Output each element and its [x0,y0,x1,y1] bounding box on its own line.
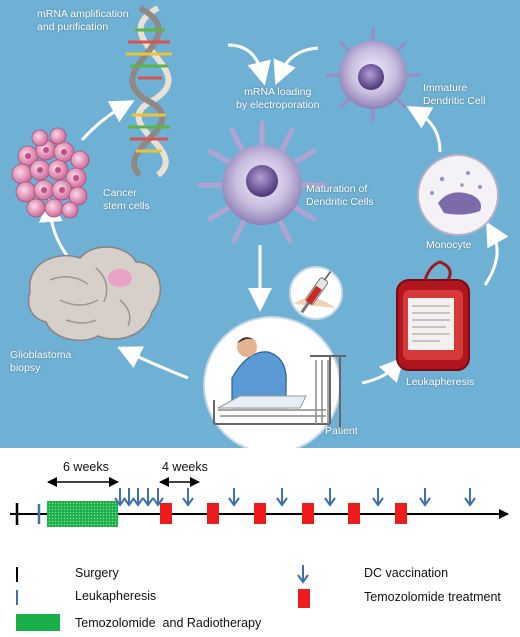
label-leukapheresis: Leukapheresis [406,376,475,388]
patient-in-bed-icon [203,316,346,454]
treatment-cycle-diagram: mRNA amplification and purification mRNA… [0,0,520,454]
temozolomide-cycle-block [395,503,407,524]
temozolomide-cycles [160,503,407,524]
temozolomide-cycle-block [302,503,314,524]
arrow-monocyte-to-dc [406,106,442,153]
cycle-illustration [11,5,509,454]
immature-dendritic-cell-icon [325,27,421,123]
dc-vaccination-arrow [228,488,240,507]
dc-vaccination-arrow [182,488,194,507]
monocyte-icon [417,154,499,236]
legend-dc-vaccination-label: DC vaccination [364,566,449,580]
legend-surgery-swatch [16,567,18,582]
dc-vaccination-arrow [464,488,476,507]
dc-vaccination-arrow [152,488,164,507]
label-4-weeks: 4 weeks [162,460,208,474]
arrow-to-electroporation [227,43,271,86]
legend-temo-radio-label: Temozolomide and Radiotherapy [75,616,262,630]
mature-dendritic-cell-icon [197,120,327,244]
arrow-stemcells-to-dna [80,100,135,142]
arrow-patient-to-leuka [361,357,405,385]
brain-icon [27,246,162,342]
legend-leukapheresis-swatch [16,590,18,605]
dc-vaccination-markers [114,488,476,507]
dc-vaccination-arrow [142,488,154,507]
temozolomide-cycle-block [207,503,219,524]
arrow-leuka-to-monocyte [483,221,509,286]
dc-vaccination-arrow [132,488,144,507]
dc-vaccination-arrow [276,488,288,507]
label-patient: Patient [325,425,358,437]
dc-vaccination-arrow [123,488,135,507]
label-mrna-loading: mRNA loading by electroporation [236,86,320,111]
label-glioblastoma-biopsy: Glioblastoma biopsy [10,349,72,374]
legend-temo-radio-swatch [16,614,60,631]
legend-temo-treatment-label: Temozolomide treatment [364,590,501,604]
cancer-stem-cells-icon [11,127,90,219]
temozolomide-cycle-block [160,503,172,524]
arrow-dc-to-electroporation [273,46,319,86]
label-6-weeks: 6 weeks [63,460,109,474]
label-monocyte: Monocyte [426,239,472,251]
dc-vaccination-arrow [419,488,431,507]
blood-bag-icon [396,260,470,371]
arrow-patient-to-brain [117,346,189,380]
legend-temo-treatment-swatch [298,589,310,608]
label-mrna-amplification: mRNA amplification and purification [37,8,129,33]
timeline-graphic [10,477,509,527]
temozolomide-cycle-block [348,503,360,524]
dc-vaccination-arrow [114,488,126,507]
label-immature-dc: Immature Dendritic Cell [423,82,486,107]
legend-dc-vaccination-swatch [297,565,309,584]
temozolomide-cycle-block [254,503,266,524]
legend-surgery-label: Surgery [75,566,119,580]
syringe-inset-icon [289,266,343,320]
temozolomide-radiotherapy-bar [47,501,118,527]
label-maturation-dc: Maturation of Dendritic Cells [306,183,374,208]
label-cancer-stem-cells: Cancer stem cells [103,187,150,212]
legend-leukapheresis-label: Leukapheresis [75,589,157,603]
dc-vaccination-arrow [372,488,384,507]
dc-vaccination-arrow [324,488,336,507]
treatment-timeline: 6 weeks 4 weeks Surgery Leukapheresis Te… [0,448,520,637]
dna-helix-icon [126,5,172,178]
